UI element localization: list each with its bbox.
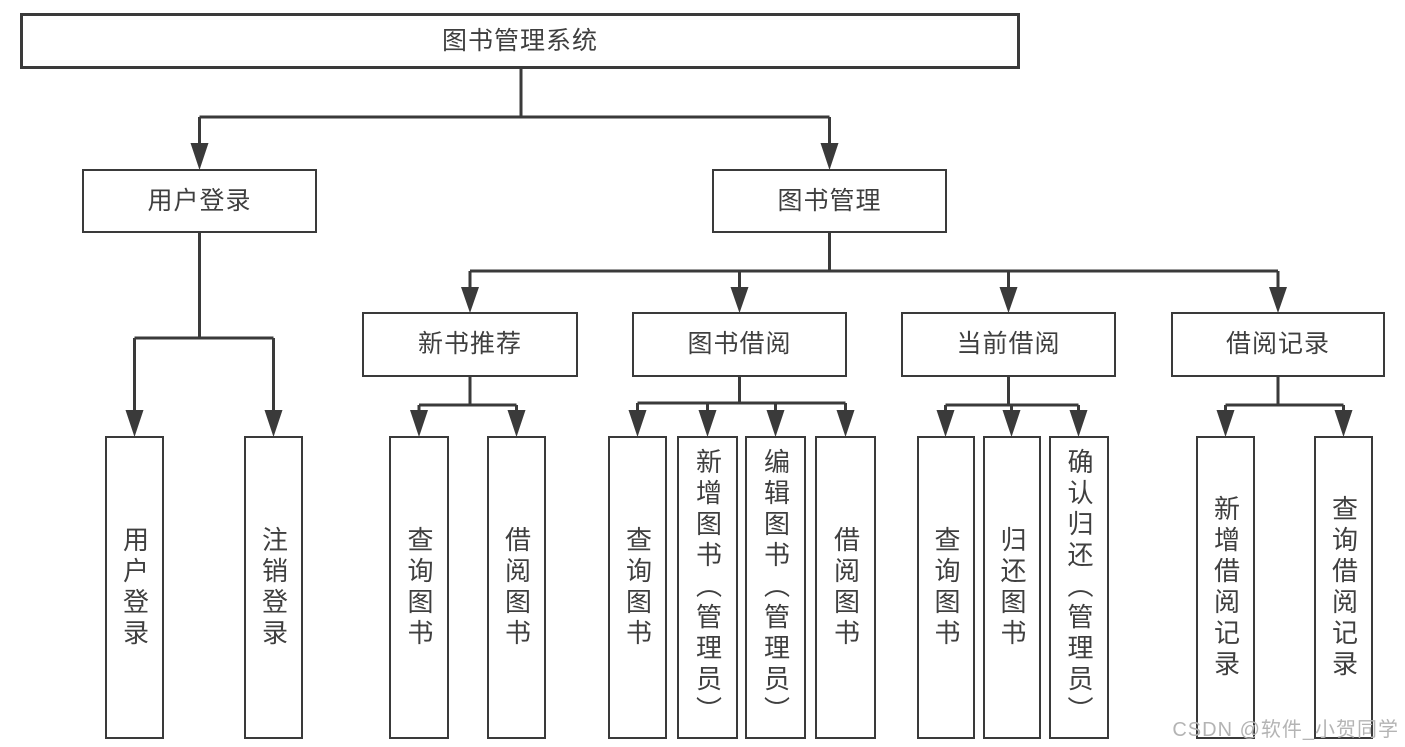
arrowhead-icon: [1269, 287, 1287, 313]
arrowhead-icon: [190, 143, 209, 170]
node-new-book-recommend: 新书推荐: [362, 312, 578, 377]
leaf-add-book-admin: 新增图书（管理员）: [677, 436, 738, 739]
arrowhead-icon: [836, 410, 855, 437]
leaf-query-books-borrow: 查询图书: [608, 436, 667, 739]
arrowhead-icon: [999, 287, 1018, 313]
arrowhead-icon: [730, 287, 749, 313]
arrowhead-icon: [1002, 410, 1021, 437]
arrowhead-icon: [628, 410, 647, 437]
arrowhead-icon: [125, 410, 144, 437]
leaf-query-borrow-record: 查询借阅记录: [1314, 436, 1373, 739]
arrowhead-icon: [461, 287, 479, 313]
leaf-query-books-current: 查询图书: [917, 436, 975, 739]
leaf-add-borrow-record: 新增借阅记录: [1196, 436, 1255, 739]
arrowhead-icon: [264, 410, 283, 437]
leaf-user-login: 用户登录: [105, 436, 164, 739]
arrowhead-icon: [1069, 410, 1088, 437]
arrowhead-icon: [507, 410, 526, 437]
node-library-system: 图书管理系统: [20, 13, 1020, 69]
node-current-borrow: 当前借阅: [901, 312, 1116, 377]
leaf-borrow-books-recommend: 借阅图书: [487, 436, 546, 739]
arrowhead-icon: [936, 410, 955, 437]
node-book-management: 图书管理: [712, 169, 947, 233]
leaf-query-books-recommend: 查询图书: [389, 436, 449, 739]
arrowhead-icon: [766, 410, 785, 437]
connector-path: [133, 69, 1345, 412]
arrowhead-icon: [820, 143, 839, 170]
node-book-borrow: 图书借阅: [632, 312, 847, 377]
leaf-confirm-return-admin: 确认归还（管理员）: [1049, 436, 1109, 739]
leaf-logout: 注销登录: [244, 436, 303, 739]
leaf-borrow-books: 借阅图书: [815, 436, 876, 739]
arrowhead-icon: [1216, 410, 1235, 437]
arrowhead-icon: [1334, 410, 1353, 437]
leaf-return-book: 归还图书: [983, 436, 1041, 739]
arrowhead-icon: [698, 410, 717, 437]
node-user-login: 用户登录: [82, 169, 317, 233]
node-borrow-records: 借阅记录: [1171, 312, 1385, 377]
leaf-edit-book-admin: 编辑图书（管理员）: [745, 436, 806, 739]
arrowhead-icon: [410, 410, 428, 437]
